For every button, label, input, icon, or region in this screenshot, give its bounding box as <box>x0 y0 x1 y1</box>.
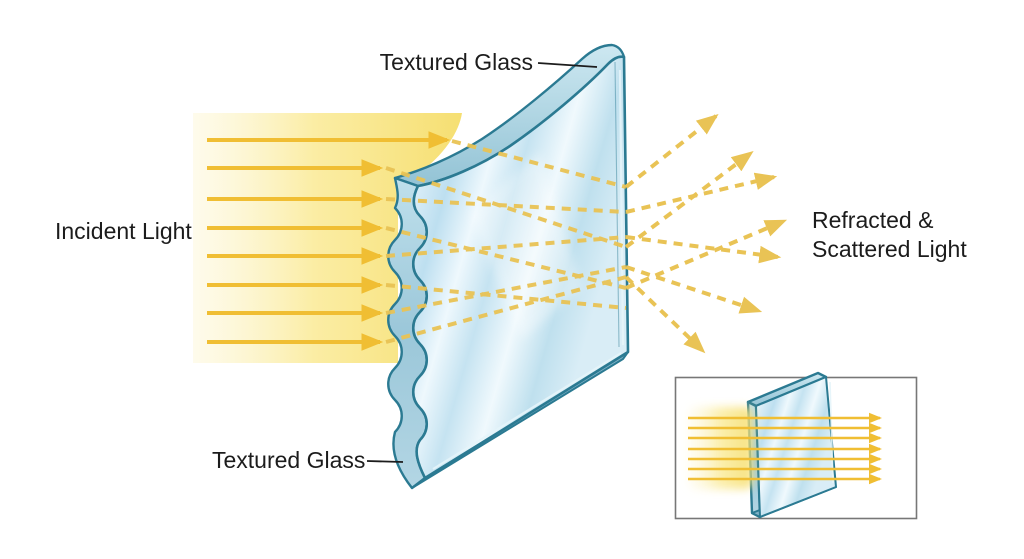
glass-sheen-highlight <box>470 152 582 340</box>
textured-glass-pane <box>387 43 630 490</box>
internal-refracted-ray <box>385 166 627 249</box>
label-textured-glass-bottom: Textured Glass <box>212 447 366 473</box>
inset-smooth-glass-panel <box>674 371 918 520</box>
label-incident-light: Incident Light <box>55 218 192 244</box>
inset-border-box <box>674 376 918 520</box>
incident-light-rays <box>207 131 451 351</box>
label-refracted-line1: Refracted & <box>812 207 934 233</box>
inset-glass-right-bevel-highlight <box>829 381 834 484</box>
inset-transmitted-rays <box>688 412 882 485</box>
scattered-ray-arrow <box>625 265 763 314</box>
internal-refracted-ray <box>385 265 627 315</box>
scattered-ray-arrow <box>624 151 754 249</box>
scattered-ray-arrow <box>625 219 788 290</box>
glass-right-inner-edge <box>614 61 620 348</box>
label-leader-lines <box>366 62 598 463</box>
label-leader-line <box>537 62 598 68</box>
scattered-ray-arrow <box>625 172 778 214</box>
internal-refracted-ray <box>385 235 627 258</box>
internal-refracted-ray <box>385 197 627 214</box>
internal-refracted-ray <box>451 139 627 189</box>
internal-refracted-ray <box>385 283 627 310</box>
incident-beam-band <box>193 113 462 363</box>
scattered-ray-arrow <box>624 113 719 189</box>
glass-right-bevel-highlight <box>618 69 625 346</box>
glass-bottom-bevel-highlight <box>432 352 622 470</box>
label-textured-glass-top: Textured Glass <box>379 49 533 75</box>
label-leader-line <box>366 460 404 463</box>
internal-refracted-rays <box>385 139 627 344</box>
label-refracted-scattered-light: Refracted & Scattered Light <box>812 206 967 264</box>
scattered-light-rays <box>624 113 788 354</box>
scattered-ray-arrow <box>624 275 706 354</box>
label-refracted-line2: Scattered Light <box>812 236 967 262</box>
